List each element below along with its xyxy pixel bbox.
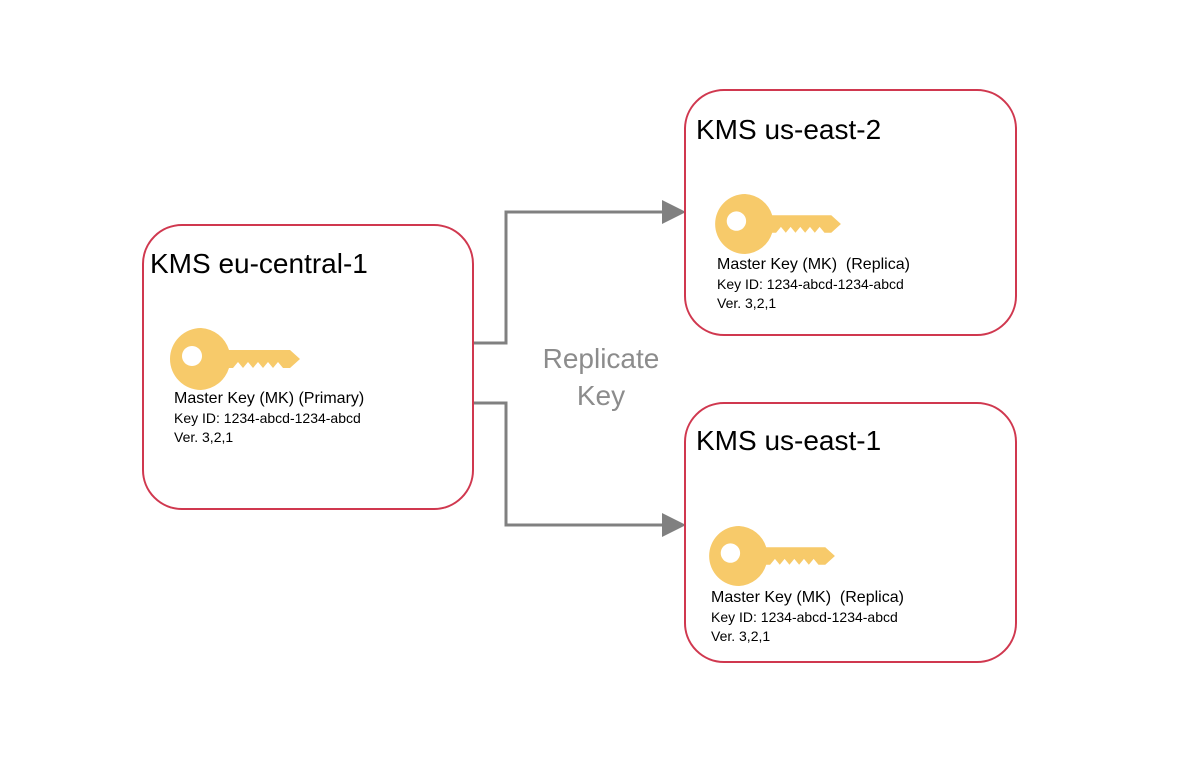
region-box-us-east-2 [684,89,1017,336]
key-label: Master Key (MK) (Replica) [711,589,904,606]
replicate-key-label-line1: Replicate [542,343,660,374]
replicate-key-label-line2: Key [576,380,626,411]
region-title-us-east-1: KMS us-east-1 [696,425,882,456]
region-title-us-east-2: KMS us-east-2 [696,114,882,145]
key-label: Master Key (MK) (Replica) [717,256,910,273]
key-icon [170,328,300,390]
replicate-key-label: Replicate Key [520,340,682,414]
key-icon [709,526,835,586]
key-id: Key ID: 1234-abcd-1234-abcd [711,609,898,625]
key-label: Master Key (MK) (Primary) [174,390,365,407]
key-version: Ver. 3,2,1 [174,429,234,445]
key-icon [715,194,841,254]
key-id: Key ID: 1234-abcd-1234-abcd [717,276,904,292]
arrowhead-us-east-2 [662,200,686,224]
region-title-eu-central-1: KMS eu-central-1 [150,248,368,279]
connector-to-us-east-1 [474,401,662,527]
key-info-eu-central-1: Master Key (MK) (Primary) Key ID: 1234-a… [174,389,364,447]
arrowhead-us-east-1 [662,513,686,537]
key-version: Ver. 3,2,1 [711,628,771,644]
key-info-us-east-2: Master Key (MK) (Replica) Key ID: 1234-a… [717,255,910,313]
key-info-us-east-1: Master Key (MK) (Replica) Key ID: 1234-a… [711,588,904,646]
key-id: Key ID: 1234-abcd-1234-abcd [174,410,361,426]
connector-to-us-east-2 [474,210,662,345]
key-version: Ver. 3,2,1 [717,295,777,311]
